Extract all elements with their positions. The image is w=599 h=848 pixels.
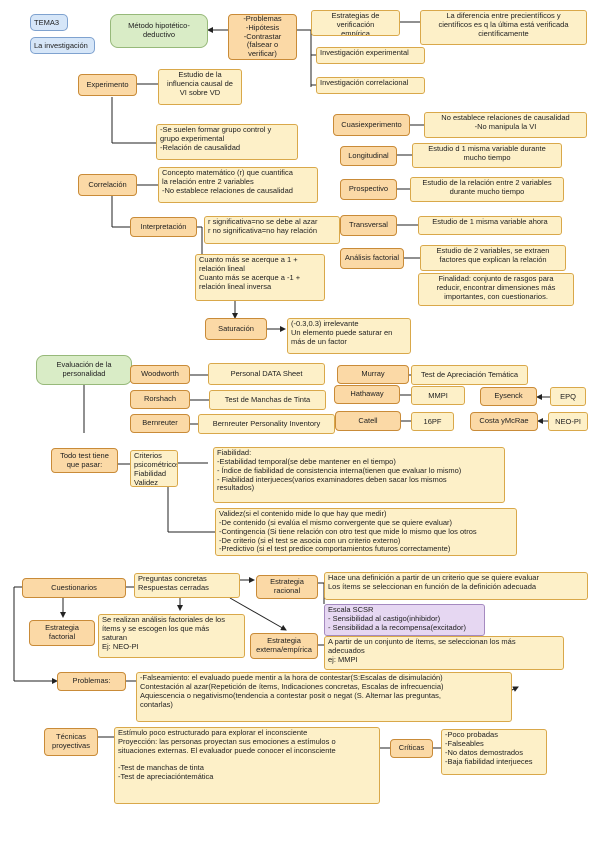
longitudinal-node: Longitudinal (340, 146, 397, 166)
woodworth-test: Personal DATA Sheet (208, 363, 325, 385)
saturacion-def: (-0.3,0.3) irrelevante Un elemento puede… (287, 318, 411, 354)
criticas-list: -Poco probadas -Falseables -No datos dem… (441, 729, 547, 775)
correlacion-node: Correlación (78, 174, 137, 196)
catell-node: Catell (335, 411, 401, 431)
bernreuter-test: Bernreuter Personality Inventory (198, 414, 335, 434)
catell-test: 16PF (411, 412, 454, 431)
escala-scsr: Escala SCSR - Sensibilidad al castigo(in… (324, 604, 485, 636)
section-title: La investigación (30, 37, 95, 54)
longitudinal-def: Estudio d 1 misma variable durante mucho… (412, 143, 562, 168)
lineal-note: Cuanto más se acerque a 1 + relación lin… (195, 254, 325, 301)
factorial-node: Análisis factorial (340, 248, 404, 269)
racional-def: Hace una definición a partir de un crite… (324, 572, 588, 600)
racional-node: Estrategia racional (256, 575, 318, 599)
hathaway-node: Hathaway (334, 385, 400, 404)
saturacion-node: Saturación (205, 318, 267, 340)
rorshach-node: Rorshach (130, 390, 190, 409)
inv-correlacional: Investigación correlacional (316, 77, 425, 94)
externa-def: A partir de un conjunto de ítems, se sel… (324, 636, 564, 670)
transversal-node: Transversal (340, 215, 397, 236)
rorshach-test: Test de Manchas de Tinta (209, 390, 326, 410)
murray-test: Test de Apreciación Temática (411, 365, 528, 385)
problemas-node: Problemas: (57, 672, 126, 691)
murray-node: Murray (337, 365, 409, 384)
estrategias-node: Estrategias de verificación empírica (311, 10, 400, 36)
factorial-def: Estudio de 2 variables, se extraen facto… (420, 245, 566, 271)
criticas-node: Críticas (390, 739, 433, 758)
metodo-steps-node: -Problemas -Hipótesis -Contrastar (false… (228, 14, 297, 60)
prospectivo-def: Estudio de la relación entre 2 variables… (410, 177, 564, 202)
experimento-def: Estudio de la influencia causal de VI so… (158, 69, 242, 105)
experimento-node: Experimento (78, 74, 137, 96)
woodworth-node: Woodworth (130, 365, 190, 384)
factorial-strategy-def: Se realizan análisis factoriales de los … (98, 614, 245, 658)
eysenck-test: EPQ (550, 387, 586, 406)
todo-test-node: Todo test tiene que pasar: (51, 448, 118, 473)
hathaway-test: MMPI (411, 386, 465, 405)
validez-note: Validez(si el contenido mide lo que hay … (215, 508, 517, 556)
factorial-finalidad: Finalidad: conjunto de rasgos para reduc… (418, 273, 574, 306)
costa-node: Costa yMcRae (470, 412, 538, 431)
costa-test: NEO-PI (548, 412, 588, 431)
inv-experimental: Investigación experimental (316, 47, 425, 64)
problemas-def: -Falseamiento: el evaluado puede mentir … (136, 672, 512, 722)
externa-node: Estrategia externa/empírica (250, 633, 318, 659)
cuasi-def: No establece relaciones de causalidad -N… (424, 112, 587, 138)
fiabilidad-note: Fiabilidad: -Estabilidad temporal(se deb… (213, 447, 505, 503)
bernreuter-node: Bernreuter (130, 414, 190, 433)
transversal-def: Estudio de 1 misma variable ahora (418, 216, 562, 235)
significativa-note: r significativa=no se debe al azar r no … (204, 216, 340, 244)
tema-label: TEMA3 (30, 14, 68, 31)
metodo-node: Método hipotético- deductivo (110, 14, 208, 48)
factorial-strategy-node: Estrategia factorial (29, 620, 95, 646)
evaluacion-node: Evaluación de la personalidad (36, 355, 132, 385)
interpretacion-node: Interpretación (130, 217, 197, 237)
preguntas-node: Preguntas concretas Respuestas cerradas (134, 573, 240, 598)
cuestionarios-node: Cuestionarios (22, 578, 126, 598)
eysenck-node: Eysenck (480, 387, 537, 406)
estrategias-note: La diferencia entre precientíficos y cie… (420, 10, 587, 45)
cuasiexperimento-node: Cuasiexperimento (333, 114, 410, 136)
prospectivo-node: Prospectivo (340, 179, 397, 200)
experimento-grupos: -Se suelen formar grupo control y grupo … (156, 124, 298, 160)
proyectivas-def: Estímulo poco estructurado para explorar… (114, 727, 380, 804)
tecnicas-node: Técnicas proyectivas (44, 728, 98, 756)
correlacion-def: Concepto matemático (r) que cuantifica l… (158, 167, 318, 203)
criterios-node: Criterios psicométricos: Fiabilidad Vali… (130, 450, 178, 487)
